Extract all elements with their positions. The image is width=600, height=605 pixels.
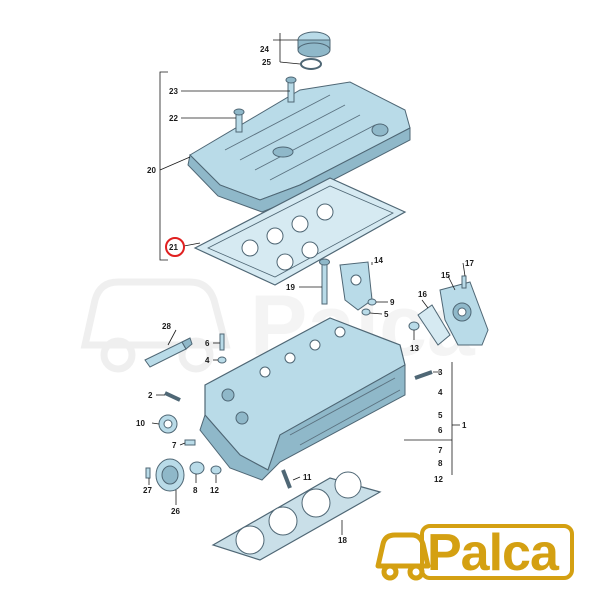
bolt-17 <box>461 275 467 289</box>
brand-logo <box>375 524 574 581</box>
callout-8b: 8 <box>438 459 443 468</box>
washer-5 <box>361 308 371 316</box>
oil-cap-seal <box>300 58 322 70</box>
cylinder-head <box>199 317 406 481</box>
logo-frame <box>420 524 574 580</box>
callout-23: 23 <box>169 87 178 96</box>
valve-cover-gasket <box>193 177 407 286</box>
callout-20: 20 <box>147 166 156 175</box>
end-cover <box>155 458 185 492</box>
oil-filler-cap <box>297 31 331 58</box>
highlight-ring-21 <box>165 237 185 257</box>
callout-3: 3 <box>438 368 443 377</box>
bolt-27 <box>145 467 151 479</box>
bracket <box>339 261 373 311</box>
housing-cover <box>439 281 489 346</box>
callout-labels: 24 25 23 22 20 21 14 15 17 19 16 9 5 28 … <box>136 45 474 545</box>
callout-12: 12 <box>210 486 219 495</box>
seal-8 <box>189 461 205 475</box>
callout-14: 14 <box>374 256 383 265</box>
seal-13 <box>408 321 420 331</box>
callout-11: 11 <box>303 473 312 482</box>
bolt-23 <box>285 76 297 103</box>
callout-12b: 12 <box>434 475 443 484</box>
callout-13: 13 <box>410 344 419 353</box>
callout-19: 19 <box>286 283 295 292</box>
callout-16: 16 <box>418 290 427 299</box>
callout-24: 24 <box>260 45 269 54</box>
callout-27: 27 <box>143 486 152 495</box>
brand-logo-text: Palca <box>427 524 559 582</box>
callout-26: 26 <box>171 507 180 516</box>
callout-9: 9 <box>390 298 395 307</box>
bolt-6 <box>219 333 225 351</box>
plug-4 <box>217 356 227 364</box>
leader-lines <box>148 33 466 535</box>
dowel-11 <box>281 469 292 489</box>
callout-18: 18 <box>338 536 347 545</box>
callout-4: 4 <box>205 356 210 365</box>
callout-7b: 7 <box>438 446 443 455</box>
callout-6b: 6 <box>438 426 443 435</box>
callout-17: 17 <box>465 259 474 268</box>
bolt-7 <box>184 439 196 446</box>
plug-12 <box>210 465 222 475</box>
callout-1: 1 <box>462 421 467 430</box>
housing-gasket <box>417 304 451 346</box>
callout-28: 28 <box>162 322 171 331</box>
bolt-22 <box>233 108 245 133</box>
head-bolt <box>319 258 330 305</box>
callout-22: 22 <box>169 114 178 123</box>
callout-21: 21 <box>169 243 178 252</box>
callout-15: 15 <box>441 271 450 280</box>
bolt-2 <box>164 391 181 402</box>
callout-7: 7 <box>172 441 177 450</box>
sealant-tube <box>144 337 193 368</box>
callout-10: 10 <box>136 419 145 428</box>
callout-8: 8 <box>193 486 198 495</box>
washer-9 <box>367 298 377 306</box>
callout-5b: 5 <box>438 411 443 420</box>
callout-5: 5 <box>384 310 389 319</box>
bolt-3 <box>414 370 433 380</box>
callout-6: 6 <box>205 339 210 348</box>
callout-2: 2 <box>148 391 153 400</box>
watermark-car-icon <box>80 278 231 373</box>
callout-4b: 4 <box>438 388 443 397</box>
camshaft-seal <box>158 414 178 434</box>
head-gasket <box>211 471 382 561</box>
callout-25: 25 <box>262 58 271 67</box>
valve-cover <box>187 81 411 213</box>
